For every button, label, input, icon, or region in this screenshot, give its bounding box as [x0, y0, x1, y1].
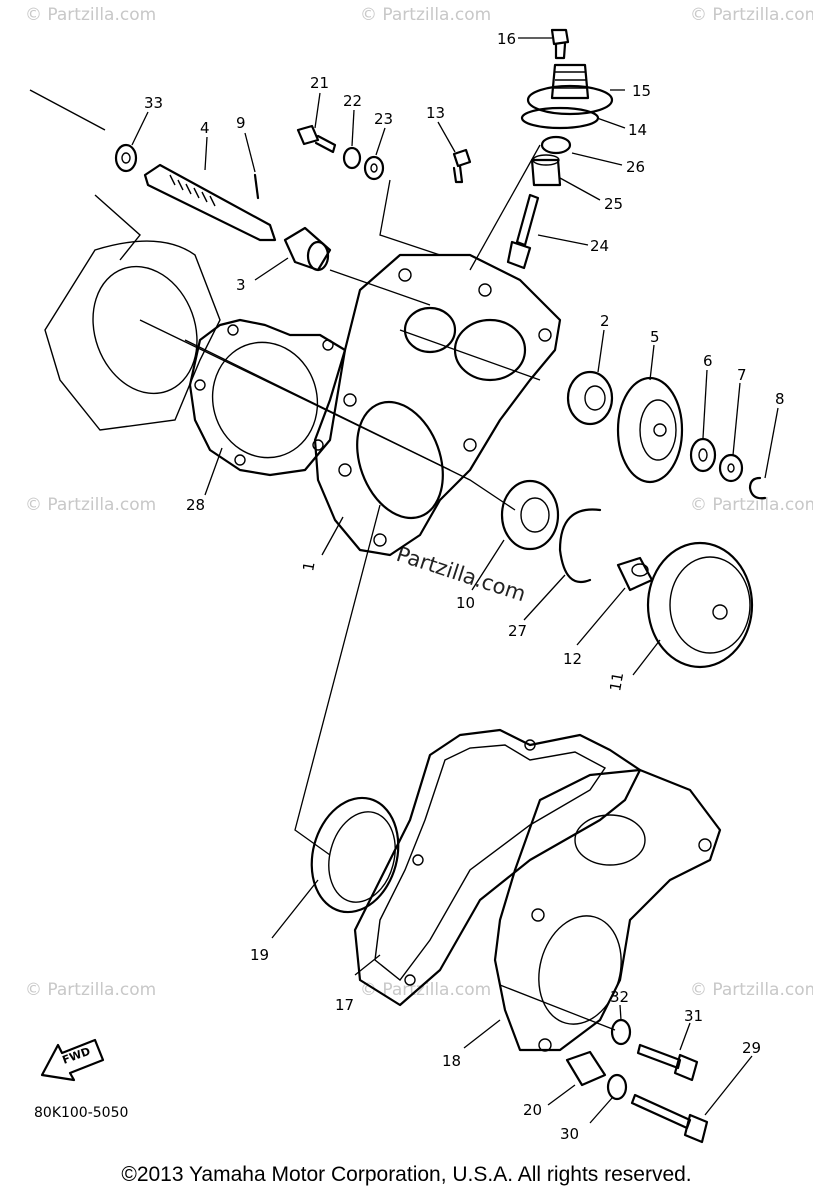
watermark: © Partzilla.com: [25, 495, 156, 515]
watermark: © Partzilla.com: [25, 5, 156, 25]
label-23: 23: [374, 110, 393, 128]
seal-26: [540, 135, 572, 155]
part-labels: 33 4 9 3 21 22 23 13 16 15 14 26 25 24 2…: [144, 30, 785, 1143]
callout-leaders: [131, 37, 779, 1124]
screw-16: [550, 28, 570, 60]
washer-6: [689, 437, 717, 473]
watermark: © Partzilla.com: [360, 980, 491, 1000]
pin-9: [253, 173, 260, 200]
diagram-code: 80K100-5050: [34, 1105, 128, 1121]
washer-33: [114, 143, 138, 173]
label-9: 9: [236, 114, 246, 132]
label-10: 10: [456, 594, 475, 612]
label-28: 28: [186, 496, 205, 514]
label-22: 22: [343, 92, 362, 110]
bolt-31: [636, 1043, 699, 1082]
watermarks: © Partzilla.com © Partzilla.com © Partzi…: [25, 5, 813, 1000]
label-8: 8: [775, 390, 785, 408]
label-31: 31: [684, 1007, 703, 1025]
dowel-12: [616, 556, 654, 592]
label-3: 3: [236, 276, 246, 294]
label-1: 1: [299, 560, 318, 573]
label-14: 14: [628, 121, 647, 139]
washer-30: [606, 1073, 628, 1101]
shaft-4: [143, 163, 277, 242]
watermark: © Partzilla.com: [690, 495, 813, 515]
label-16: 16: [497, 30, 516, 48]
label-33: 33: [144, 94, 163, 112]
watermark: © Partzilla.com: [690, 5, 813, 25]
screw-13: [452, 148, 472, 184]
label-5: 5: [650, 328, 660, 346]
cover-18: [493, 768, 722, 1052]
fwd-arrow-icon: FWD: [40, 1038, 105, 1082]
label-24: 24: [590, 237, 609, 255]
label-19: 19: [250, 946, 269, 964]
bolt-21: [296, 124, 337, 154]
circlip-8: [748, 476, 767, 500]
crankcase-cover: [313, 253, 562, 557]
dowel-20: [565, 1050, 607, 1087]
bearing-10: [500, 479, 560, 551]
label-25: 25: [604, 195, 623, 213]
engine-outline: [29, 89, 221, 431]
label-17: 17: [335, 996, 354, 1014]
housing-15: [526, 63, 614, 116]
label-4: 4: [200, 119, 210, 137]
label-7: 7: [737, 366, 747, 384]
watermark: © Partzilla.com: [690, 980, 813, 1000]
leader-lines: [139, 144, 616, 1031]
label-11: 11: [606, 671, 627, 693]
gear-shaft-24: [506, 193, 540, 270]
gasket-14: [520, 106, 600, 130]
washer-7: [718, 453, 744, 483]
fwd-label: FWD: [61, 1045, 92, 1067]
gear-11: [646, 541, 754, 669]
label-12: 12: [563, 650, 582, 668]
label-21: 21: [310, 74, 329, 92]
label-29: 29: [742, 1039, 761, 1057]
label-30: 30: [560, 1125, 579, 1143]
gasket-17: [353, 728, 642, 1007]
label-13: 13: [426, 104, 445, 122]
watermark: © Partzilla.com: [360, 5, 491, 25]
label-18: 18: [442, 1052, 461, 1070]
watermark: © Partzilla.com: [25, 980, 156, 1000]
bolt-29: [630, 1093, 709, 1144]
washer-23: [363, 155, 385, 181]
label-20: 20: [523, 1101, 542, 1119]
label-15: 15: [632, 82, 651, 100]
gear-5: [616, 376, 684, 484]
collar-3: [283, 226, 332, 272]
bearing-2: [566, 370, 614, 426]
bushing-25: [530, 154, 562, 187]
washer-22: [342, 146, 362, 170]
oil-seal-19: [310, 796, 400, 914]
label-2: 2: [600, 312, 610, 330]
circlip-27: [558, 508, 602, 583]
washer-32: [610, 1018, 632, 1046]
label-27: 27: [508, 622, 527, 640]
label-32: 32: [610, 988, 629, 1006]
gasket-28: [188, 318, 347, 477]
copyright-notice: ©2013 Yamaha Motor Corporation, U.S.A. A…: [121, 1163, 692, 1186]
label-26: 26: [626, 158, 645, 176]
label-6: 6: [703, 352, 713, 370]
